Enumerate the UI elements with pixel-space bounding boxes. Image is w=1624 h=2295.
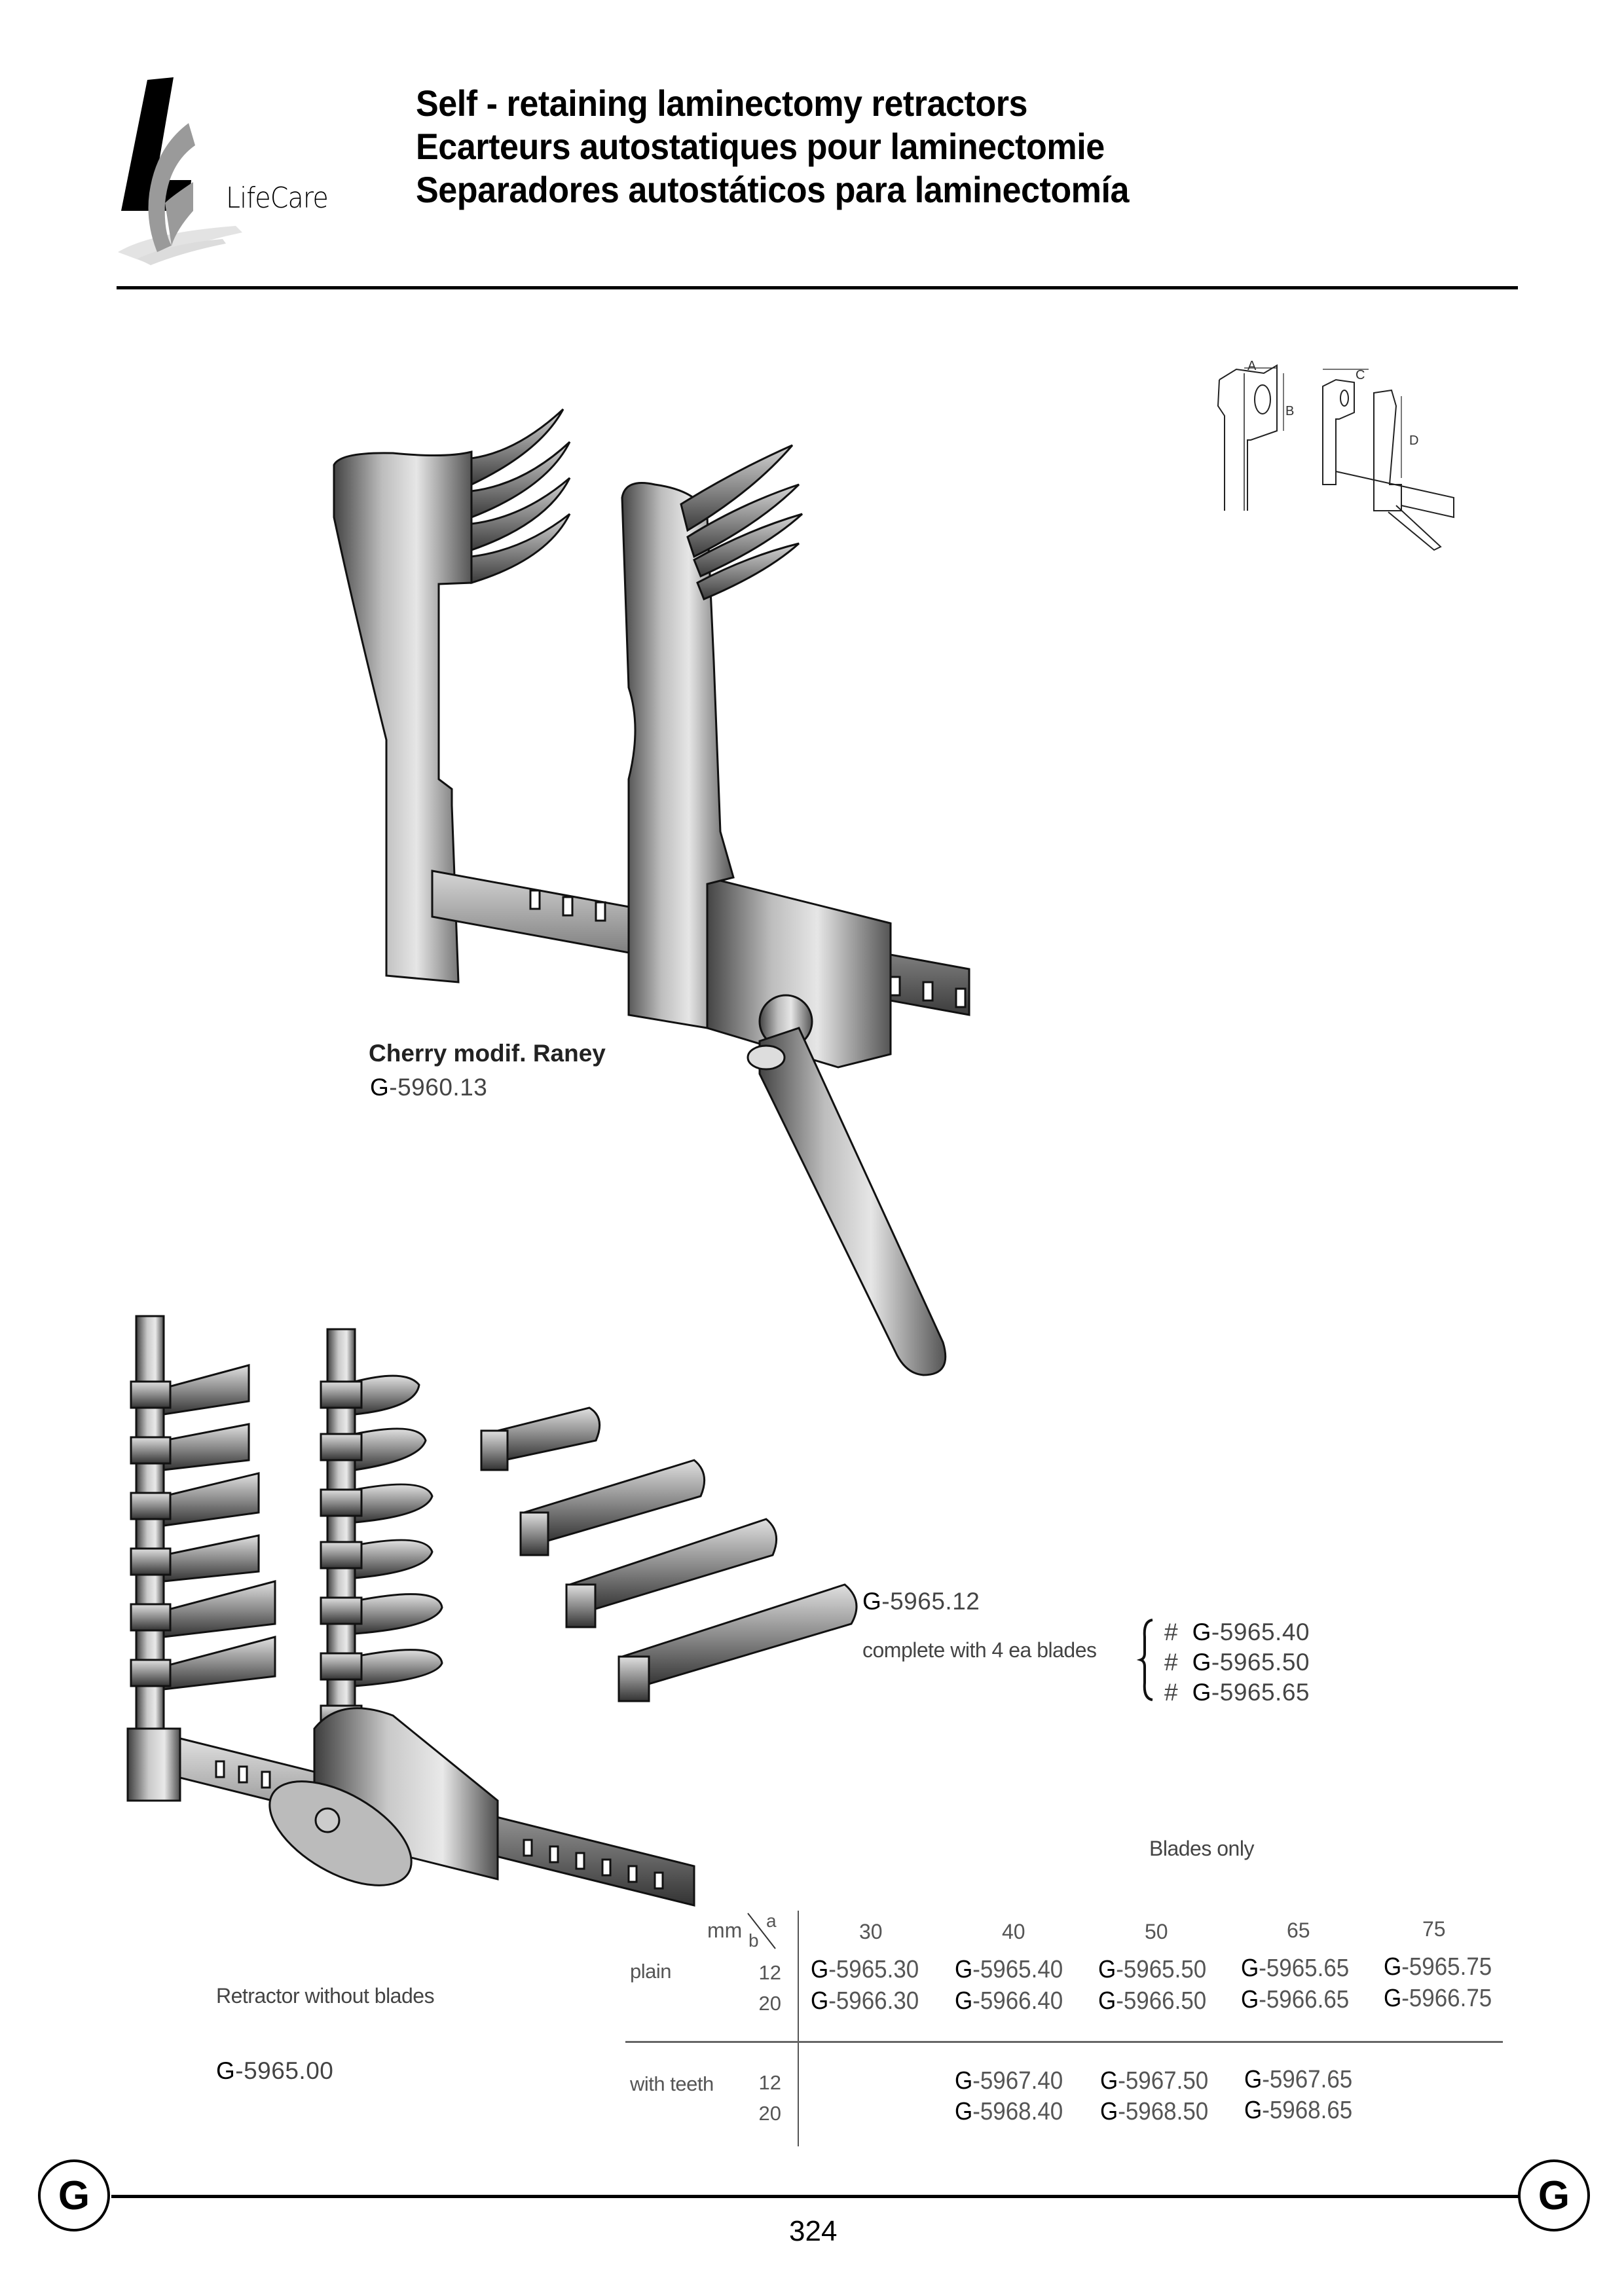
row-b-value: 12 [758, 1961, 781, 1984]
header-divider [117, 286, 1518, 289]
table-cell: G-5968.65 [1244, 2097, 1353, 2124]
column-header-a: 30 [859, 1920, 883, 1943]
column-header-a: 65 [1287, 1919, 1310, 1942]
corner-col-axis: a [766, 1911, 777, 1931]
dimension-label-b: B [1285, 404, 1295, 418]
code-prefix: G [1192, 1649, 1211, 1676]
title-french: Ecarteurs autostatiques pour laminectomi… [416, 126, 1105, 167]
code-prefix: G [1192, 1619, 1211, 1645]
table-cell: G-5967.50 [1100, 2067, 1209, 2095]
laminectomy-retractor-with-blades-illustration [126, 1315, 858, 1907]
product-name: Cherry modif. Raney [369, 1040, 606, 1067]
corner-unit: mm [707, 1919, 743, 1942]
table-cell: G-5966.40 [955, 1987, 1063, 2015]
set-description: complete with 4 ea blades [862, 1638, 1097, 1662]
table-cell: G-5965.75 [1384, 1953, 1492, 1981]
retractor-only-code: G-5965.00 [216, 2057, 333, 2085]
code-number: -5965.00 [235, 2057, 334, 2084]
row-b-value: 20 [758, 1992, 781, 2015]
table-cell: G-5966.75 [1384, 1985, 1492, 2012]
included-blade-item: # G-5965.65 [1164, 1679, 1310, 1706]
column-header-a: 40 [1002, 1920, 1025, 1943]
corner-diagonal [747, 1913, 776, 1949]
included-blade-item: # G-5965.50 [1164, 1649, 1310, 1676]
logo-brand-text: LifeCare [226, 181, 329, 215]
code-prefix: G [370, 1074, 390, 1101]
set-code: G-5965.12 [862, 1588, 980, 1615]
hash-mark: # [1164, 1619, 1179, 1645]
dimension-diagram-illustration [1217, 364, 1454, 551]
blades-table-title: Blades only [1149, 1837, 1254, 1860]
title-spanish: Separadores autostáticos para laminectom… [416, 169, 1130, 210]
code-number: -5965.12 [881, 1588, 980, 1615]
table-cell: G-5966.50 [1098, 1987, 1207, 2015]
product-code: G-5960.13 [370, 1074, 487, 1101]
cherry-raney-retractor-illustration [333, 408, 970, 1376]
column-header-a: 50 [1145, 1920, 1168, 1943]
table-cell: G-5968.40 [955, 2098, 1063, 2125]
hash-mark: # [1164, 1679, 1179, 1706]
table-vertical-divider [798, 1911, 799, 2146]
dimension-label-d: D [1409, 433, 1419, 448]
title-english: Self - retaining laminectomy retractors [416, 83, 1028, 124]
code-number: -5965.65 [1211, 1679, 1310, 1706]
section-marker-right: G [1518, 2159, 1590, 2231]
section-marker-left: G [38, 2159, 110, 2231]
table-cell: G-5965.40 [955, 1956, 1063, 1983]
dimension-label-a: A [1247, 359, 1257, 373]
lc-logo-icon [118, 77, 242, 265]
code-number: -5965.40 [1211, 1619, 1310, 1645]
dimension-label-c: C [1356, 368, 1365, 382]
table-cell: G-5966.30 [811, 1987, 919, 2015]
group-label: with teeth [630, 2072, 714, 2095]
table-horizontal-divider [625, 2041, 1503, 2043]
hash-mark: # [1164, 1649, 1179, 1676]
code-number: -5960.13 [389, 1074, 488, 1101]
table-cell: G-5968.50 [1100, 2098, 1209, 2125]
table-cell: G-5967.40 [955, 2067, 1063, 2095]
table-cell: G-5967.65 [1244, 2066, 1353, 2093]
table-cell: G-5965.30 [811, 1956, 919, 1983]
group-label: plain [630, 1960, 672, 1983]
retractor-only-description: Retractor without blades [216, 1984, 435, 2008]
row-b-value: 12 [758, 2071, 781, 2094]
code-prefix: G [1192, 1679, 1211, 1706]
code-number: -5965.50 [1211, 1649, 1310, 1676]
code-prefix: G [216, 2057, 236, 2084]
row-b-value: 20 [758, 2102, 781, 2125]
table-cell: G-5965.65 [1241, 1955, 1350, 1982]
included-blade-item: # G-5965.40 [1164, 1619, 1310, 1646]
footer-divider [111, 2195, 1519, 2198]
table-cell: G-5966.65 [1241, 1986, 1350, 2013]
column-header-a: 75 [1422, 1917, 1446, 1941]
page-number: 324 [789, 2215, 838, 2247]
brace-icon [1136, 1619, 1153, 1701]
table-cell: G-5965.50 [1098, 1956, 1207, 1983]
corner-row-axis: b [748, 1930, 759, 1951]
code-prefix: G [862, 1588, 882, 1615]
